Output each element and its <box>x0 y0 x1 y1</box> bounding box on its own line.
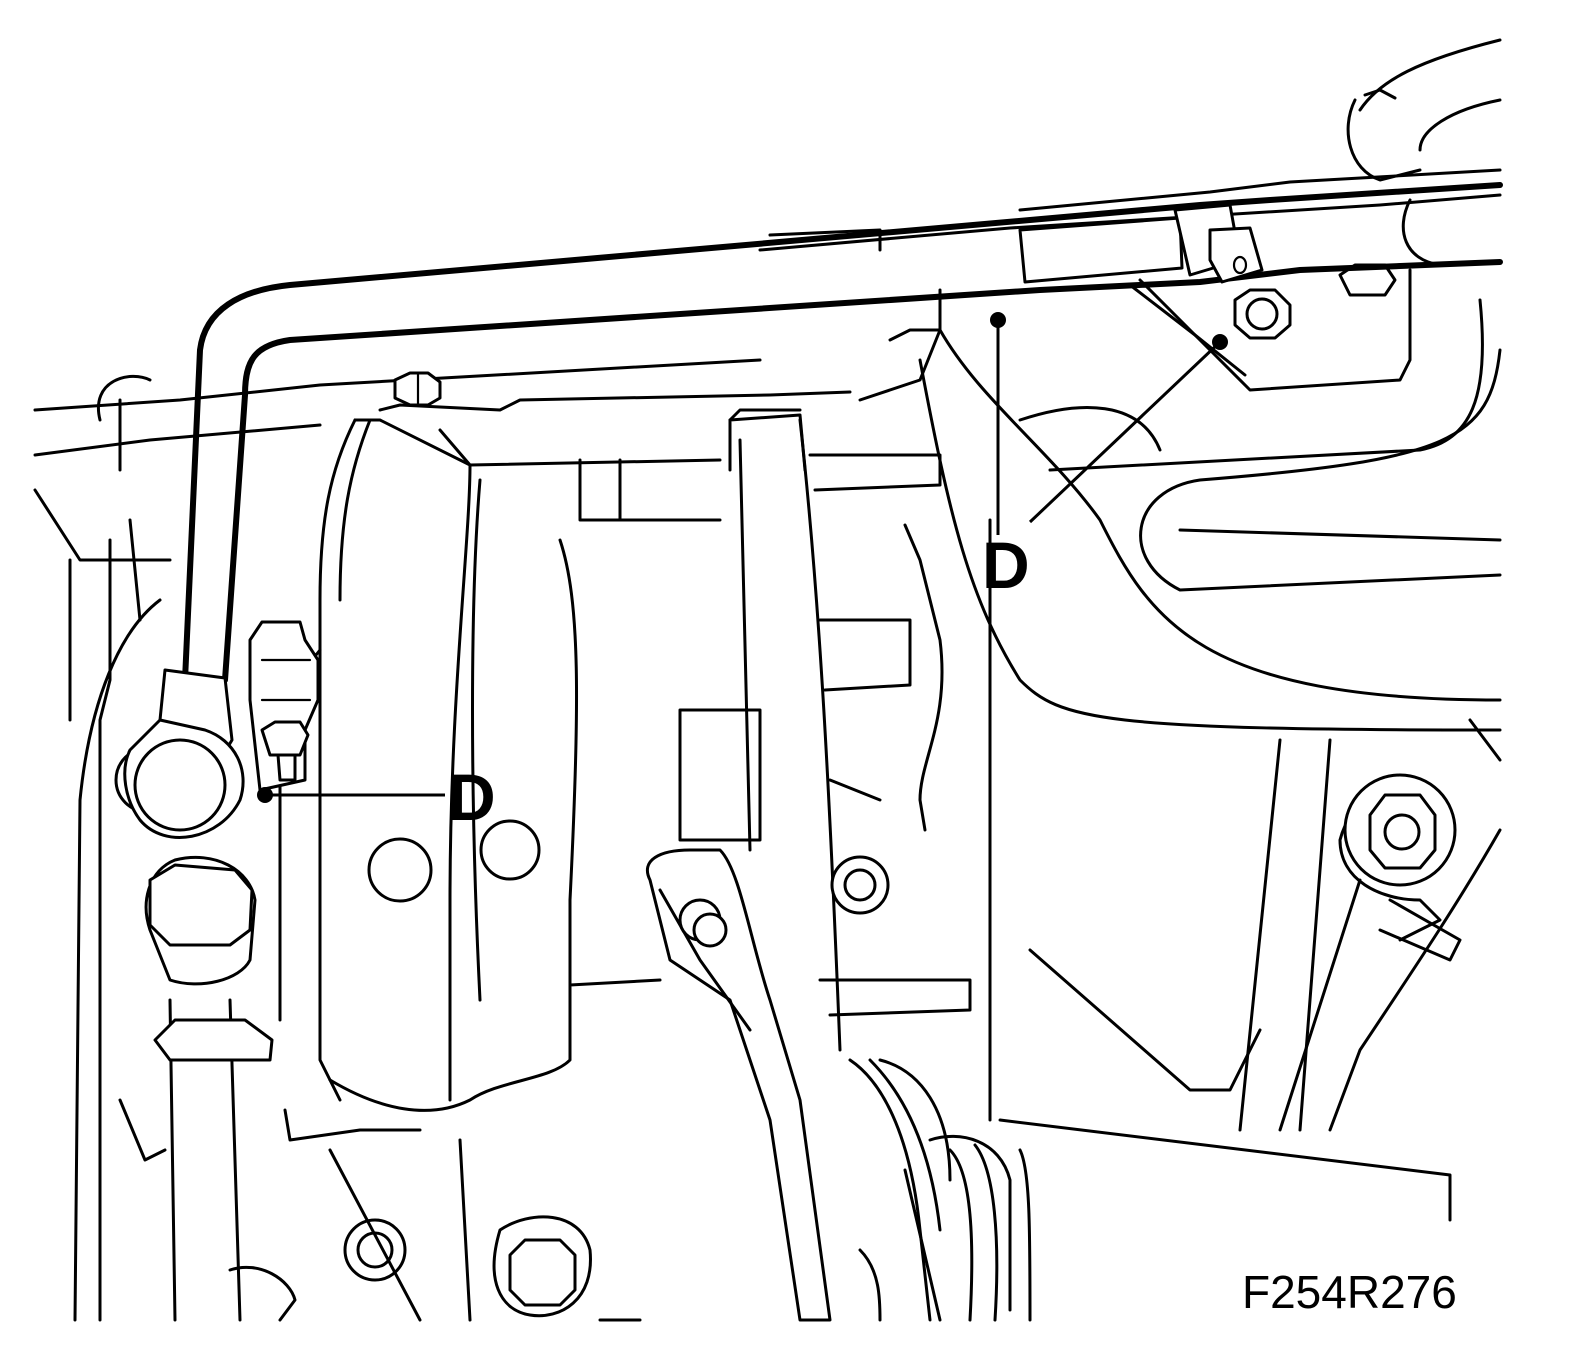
figure-id: F254R276 <box>1242 1266 1457 1318</box>
pipe-sleeve <box>1018 216 1184 284</box>
callout-label-top: D <box>982 528 1030 602</box>
transmission-housing <box>278 328 972 1142</box>
sensor-assembly <box>68 518 320 1322</box>
housing-boss-right <box>479 819 541 881</box>
connector-cap <box>133 738 227 832</box>
release-lever <box>646 848 952 1322</box>
leader-dot-pipe <box>990 312 1006 328</box>
housing-boss-left <box>367 837 433 903</box>
hydraulic-pipe <box>182 182 1503 683</box>
callout-leaders <box>257 312 1228 803</box>
leader-dot-nut <box>1212 334 1228 350</box>
callout-label-left: D <box>448 760 496 834</box>
lower-rod-assembly <box>118 855 297 1322</box>
leader-dot-nipple <box>257 787 273 803</box>
lower-bolt-head <box>508 1238 577 1307</box>
leader-line-top-diagonal <box>1028 340 1222 524</box>
drive-shaft-boot <box>328 1134 1032 1322</box>
